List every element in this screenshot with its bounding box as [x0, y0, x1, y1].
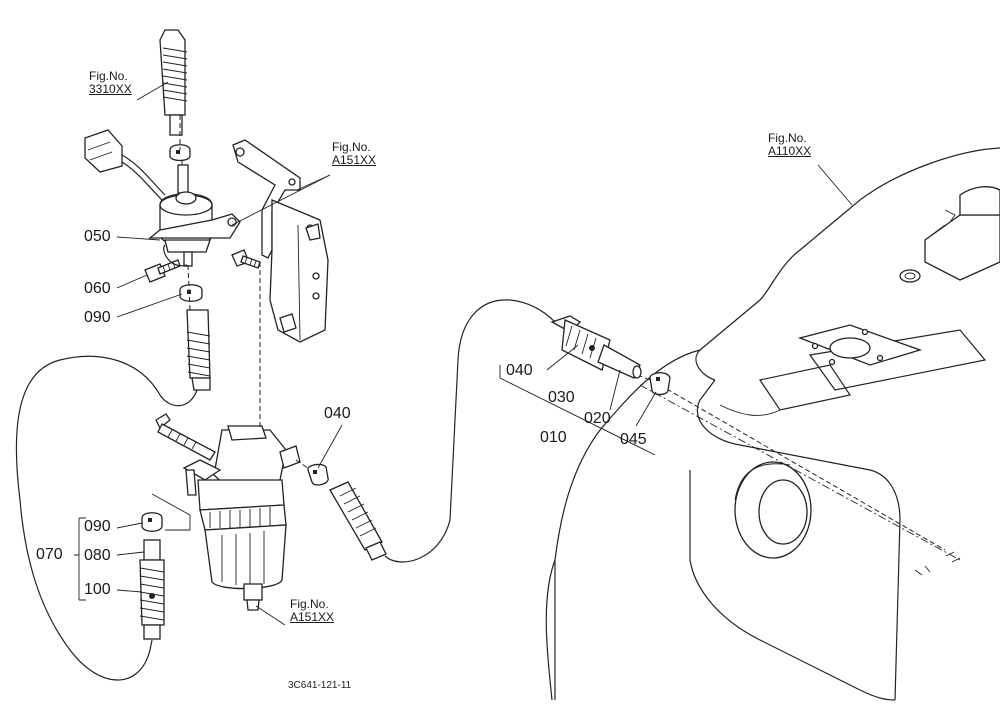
fig-ref-a151xx-bottom[interactable]: Fig.No. A151XX	[290, 598, 334, 624]
part-label-090-top[interactable]: 090	[84, 309, 111, 326]
part-label-090-bottom[interactable]: 090	[84, 518, 111, 535]
clamp-090-top	[179, 284, 203, 302]
part-label-050[interactable]: 050	[84, 228, 111, 245]
bolt-060	[144, 259, 181, 283]
fig-ref-code: A151XX	[290, 610, 335, 624]
part-label-060[interactable]: 060	[84, 280, 111, 297]
part-label-030[interactable]: 030	[548, 389, 575, 406]
pump-assembly	[84, 29, 241, 267]
fuel-lines	[15, 244, 556, 681]
part-label-070[interactable]: 070	[36, 546, 63, 563]
fig-ref-prefix: Fig.No.	[89, 69, 128, 83]
hose-upper	[186, 309, 211, 391]
clamp-040-mid	[307, 463, 329, 486]
part-label-040-mid[interactable]: 040	[324, 405, 351, 422]
fig-ref-code: A151XX	[332, 153, 377, 167]
diagram-code: 3C641-121-11	[288, 680, 352, 691]
clamp-045	[649, 372, 671, 396]
fig-ref-prefix: Fig.No.	[768, 131, 807, 145]
bracket-bolt	[231, 249, 261, 269]
clamp-090-bottom	[141, 512, 163, 532]
leader-lines	[74, 81, 853, 626]
part-label-040-right[interactable]: 040	[506, 362, 533, 379]
tank-marks	[914, 551, 961, 576]
fig-ref-code: 3310XX	[89, 82, 132, 96]
fig-ref-a151xx-top[interactable]: Fig.No. A151XX	[332, 141, 376, 167]
part-label-045[interactable]: 045	[620, 431, 647, 448]
hose-mid	[329, 481, 387, 561]
bracket	[232, 139, 329, 343]
part-label-010[interactable]: 010	[540, 429, 567, 446]
part-label-100[interactable]: 100	[84, 581, 111, 598]
fig-ref-prefix: Fig.No.	[290, 597, 329, 611]
fig-ref-prefix: Fig.No.	[332, 140, 371, 154]
hose-bottom	[139, 539, 165, 640]
fig-ref-a110xx[interactable]: Fig.No. A110XX	[768, 132, 811, 158]
fig-ref-3310xx[interactable]: Fig.No. 3310XX	[89, 70, 132, 96]
fuel-filter	[155, 413, 301, 611]
fuel-tank	[545, 147, 1000, 701]
fig-ref-code: A110XX	[768, 144, 812, 158]
part-label-020[interactable]: 020	[584, 410, 611, 427]
part-label-080[interactable]: 080	[84, 547, 111, 564]
hose-right	[550, 315, 642, 379]
